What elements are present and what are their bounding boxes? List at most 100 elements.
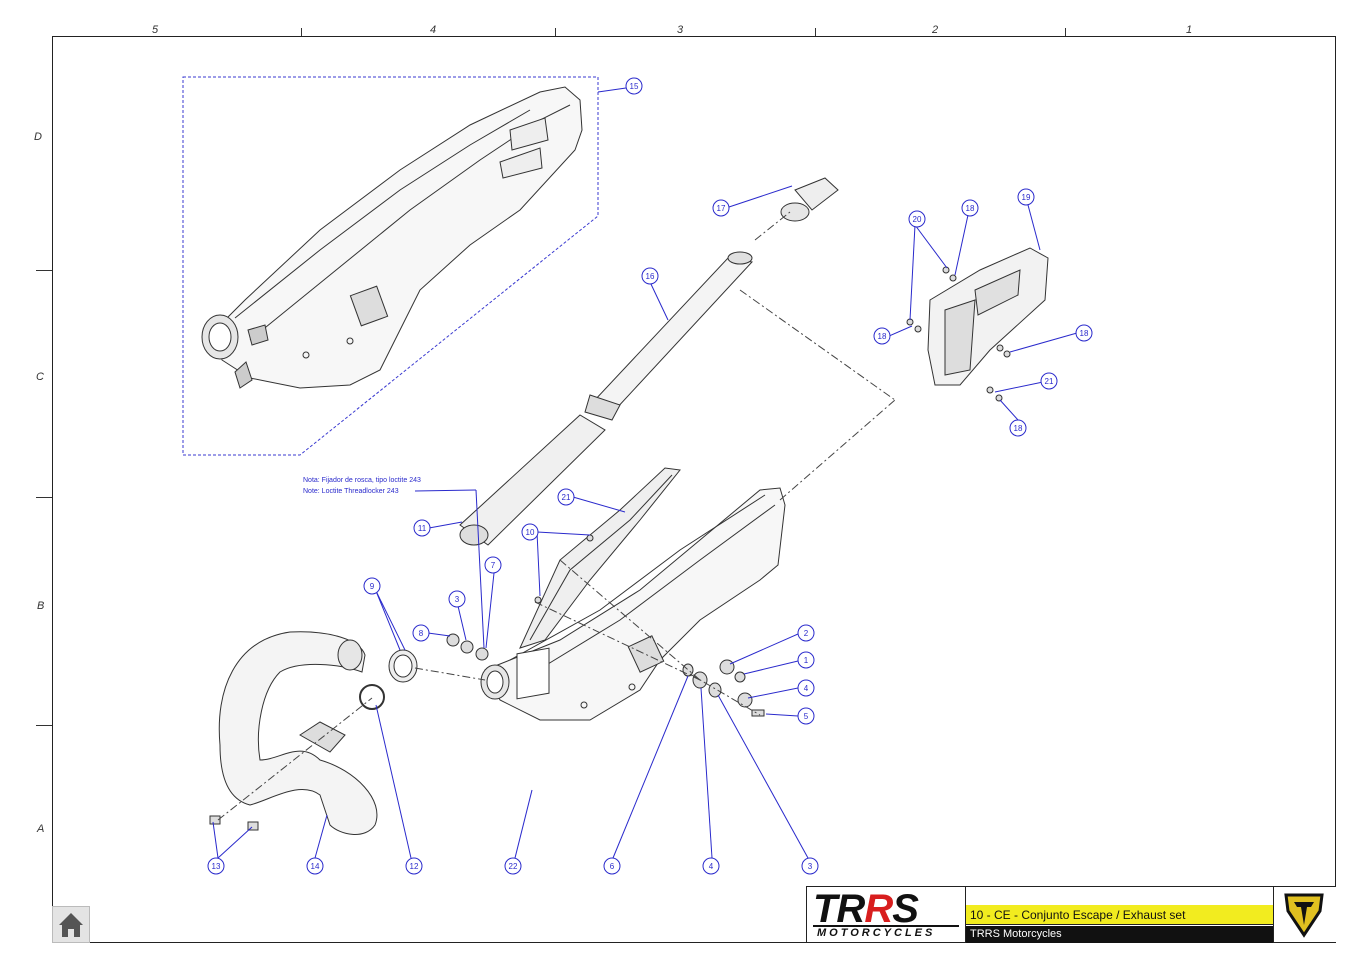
callout-circle xyxy=(797,624,815,642)
callout-label: 12 xyxy=(410,862,419,871)
detail-box-15 xyxy=(182,76,599,456)
callout-label: 15 xyxy=(630,82,639,91)
callout-label: 8 xyxy=(419,629,424,638)
callout-label: 18 xyxy=(1080,329,1089,338)
callout-circle xyxy=(797,707,815,725)
logo-accent-letter: R xyxy=(864,887,893,931)
muffler-assembly-detail xyxy=(201,86,583,389)
callout-circle xyxy=(413,519,431,537)
callout-label: 22 xyxy=(509,862,518,871)
grid-col-4: 4 xyxy=(430,24,437,36)
callout-label: 3 xyxy=(808,862,813,871)
callout-circle xyxy=(557,488,575,506)
trrs-shield-emblem-icon xyxy=(1284,893,1324,938)
callout-label: 10 xyxy=(526,528,535,537)
callout-label: 18 xyxy=(878,332,887,341)
label-22 xyxy=(516,647,550,700)
grid-tick xyxy=(36,725,52,726)
end-cap-17 xyxy=(780,177,839,222)
end-cover-19 xyxy=(927,247,1049,386)
callout-leaders xyxy=(212,87,1078,859)
callout-circle xyxy=(801,857,819,875)
grid-row-a: A xyxy=(37,823,45,835)
callout-circle xyxy=(603,857,621,875)
grid-row-b: B xyxy=(37,600,45,612)
callout-label: 4 xyxy=(804,684,809,693)
heat-shield-21 xyxy=(519,467,681,649)
callout-label: 14 xyxy=(311,862,320,871)
callout-label: 21 xyxy=(562,493,571,502)
callout-circle xyxy=(405,857,423,875)
callout-label: 1 xyxy=(804,656,809,665)
callout-circle xyxy=(306,857,324,875)
callout-circle xyxy=(702,857,720,875)
grid-col-1: 1 xyxy=(1186,24,1193,36)
callout-label: 2 xyxy=(804,629,809,638)
callout-circle xyxy=(961,199,979,217)
grid-tick xyxy=(301,28,302,36)
callout-circle xyxy=(797,651,815,669)
callout-circle xyxy=(1075,324,1093,342)
callout-circle xyxy=(873,327,891,345)
logo-text: TRRS xyxy=(813,887,919,931)
grid-col-5: 5 xyxy=(152,24,159,36)
callout-label: 9 xyxy=(370,582,375,591)
callout-label: 16 xyxy=(646,272,655,281)
logo-subtitle: MOTORCYCLES xyxy=(817,927,936,939)
callout-label: 13 xyxy=(212,862,221,871)
grid-row-d: D xyxy=(34,131,42,143)
callout-label: 11 xyxy=(418,524,427,533)
perforated-tube-16 xyxy=(584,251,753,421)
logo-wordmark: TRRS xyxy=(813,887,919,931)
callout-label: 18 xyxy=(1014,424,1023,433)
callout-label: 17 xyxy=(717,204,726,213)
callout-label: 6 xyxy=(610,862,615,871)
callout-circle xyxy=(712,199,730,217)
logo-rule xyxy=(813,925,959,927)
callout-label: 3 xyxy=(455,595,460,604)
emblem-cell xyxy=(1273,887,1336,942)
callout-circle xyxy=(641,267,659,285)
trrs-logo: TRRS MOTORCYCLES xyxy=(807,887,966,942)
drawing-title: 10 - CE - Conjunto Escape / Exhaust set xyxy=(966,905,1273,925)
callout-label: 7 xyxy=(491,561,496,570)
grid-tick xyxy=(815,28,816,36)
callout-label: 20 xyxy=(913,215,922,224)
callout-circle xyxy=(412,624,430,642)
callout-circle xyxy=(625,77,643,95)
callout-circle xyxy=(797,679,815,697)
drawing-frame xyxy=(52,36,1336,943)
callout-circle xyxy=(363,577,381,595)
grid-tick xyxy=(1065,28,1066,36)
grid-tick xyxy=(555,28,556,36)
callout-circle xyxy=(908,210,926,228)
callout-circle xyxy=(448,590,466,608)
gasket-12 xyxy=(359,684,385,710)
note-line-1: Nota: Fijador de rosca, tipo loctite 243 xyxy=(303,477,421,484)
grid-col-2: 2 xyxy=(932,24,939,36)
callout-circle xyxy=(1009,419,1027,437)
header-pipe-14 xyxy=(218,631,378,835)
home-icon xyxy=(59,913,83,937)
callout-circle xyxy=(521,523,539,541)
note-line-2: Note: Loctite Threadlocker 243 xyxy=(303,488,399,495)
callout-circle xyxy=(504,857,522,875)
grid-tick xyxy=(36,270,52,271)
home-button[interactable] xyxy=(52,906,90,943)
company-name: TRRS Motorcycles xyxy=(966,926,1273,943)
callout-label: 18 xyxy=(966,204,975,213)
callout-circle xyxy=(1040,372,1058,390)
callout-circle xyxy=(484,556,502,574)
title-block: TRRS MOTORCYCLES 10 - CE - Conjunto Esca… xyxy=(806,886,1336,943)
grid-col-3: 3 xyxy=(677,24,684,36)
callout-circle xyxy=(207,857,225,875)
callout-circle xyxy=(1017,188,1035,206)
callout-label: 21 xyxy=(1045,377,1054,386)
callout-label: 19 xyxy=(1022,193,1031,202)
grid-tick xyxy=(36,497,52,498)
callout-label: 4 xyxy=(709,862,714,871)
callout-label: 5 xyxy=(804,712,809,721)
